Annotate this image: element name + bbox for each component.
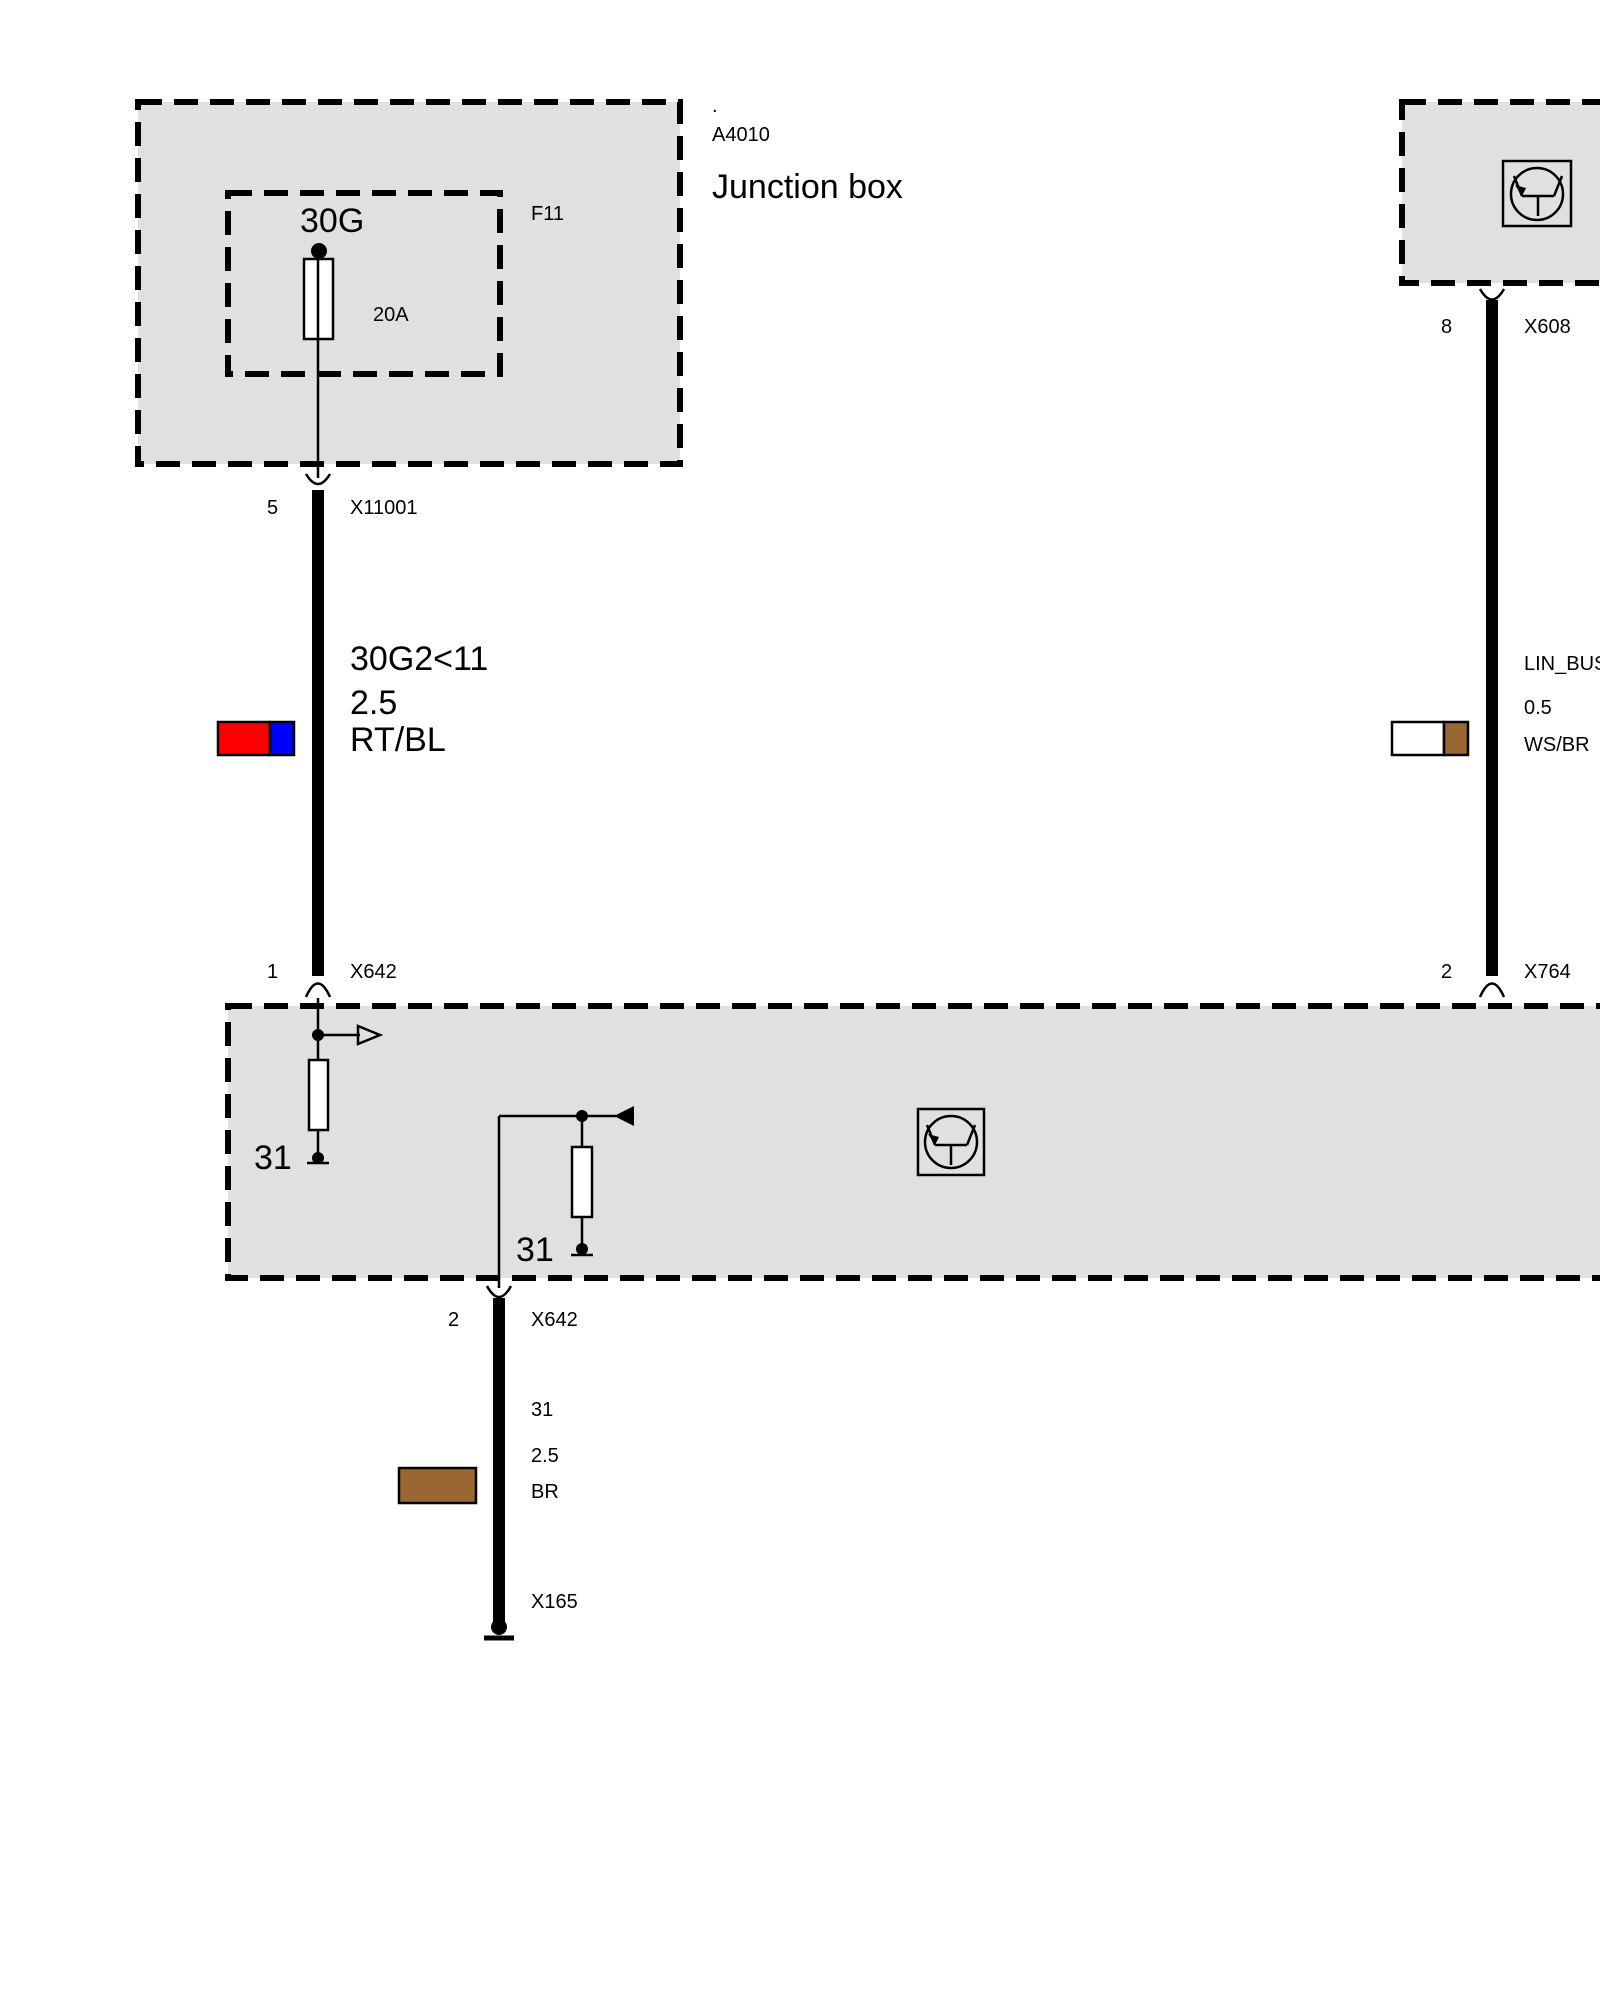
fuse-symbol[interactable] <box>302 243 335 478</box>
fuse-box <box>225 190 503 377</box>
control-unit-top-right[interactable] <box>1399 99 1600 286</box>
wire-a-top-connector: X11001 <box>350 497 417 519</box>
connector-x608-hook <box>1478 288 1506 301</box>
control-module[interactable] <box>225 1003 1600 1281</box>
fuse-id-label: F11 <box>531 203 564 225</box>
wire-b-top-connector: X608 <box>1524 316 1571 338</box>
module-transistor-icon <box>916 1107 986 1177</box>
module-ground-left-label: 31 <box>254 1139 292 1177</box>
junction-box-dot: . <box>712 95 718 117</box>
ground-point <box>491 1619 507 1635</box>
wire-b-signal: LIN_BUS <box>1524 653 1600 675</box>
wire-c-pin: 2 <box>448 1309 459 1331</box>
wire-b-color-swatch <box>1390 720 1470 757</box>
wire-b-bottom-connector: X764 <box>1524 961 1571 983</box>
module-ground-right-label: 31 <box>516 1231 554 1269</box>
wire-c-ground-connector: X165 <box>531 1591 578 1613</box>
junction-box[interactable] <box>135 99 683 467</box>
wire-a-signal: 30G2<11 <box>350 640 488 678</box>
wire-30g2[interactable] <box>304 473 332 998</box>
connector-x11001-hook <box>304 473 332 486</box>
junction-box-id: A4010 <box>712 124 770 146</box>
wire-c-connector: X642 <box>531 1309 578 1331</box>
wire-b-gauge: 0.5 <box>1524 697 1552 719</box>
transistor-icon <box>1501 159 1573 228</box>
wire-a-color-code: RT/BL <box>350 721 446 759</box>
module-input-circuit-right <box>497 1106 634 1288</box>
connector-x764-hook <box>1478 982 1506 998</box>
wire-a-top-pin: 5 <box>267 497 278 519</box>
fuse-rating-label: 20A <box>373 304 409 326</box>
wire-b-color-code: WS/BR <box>1524 734 1590 756</box>
wire-b-bottom-pin: 2 <box>1441 961 1452 983</box>
junction-box-name: Junction box <box>712 168 903 206</box>
wire-a-bottom-pin: 1 <box>267 961 278 983</box>
wire-lin-bus[interactable] <box>1478 288 1506 998</box>
wire-c-color-swatch <box>397 1466 478 1505</box>
connector-x642-pin2-hook <box>485 1285 513 1299</box>
wire-ground-31[interactable] <box>484 1285 514 1641</box>
wire-a-bottom-connector: X642 <box>350 961 397 983</box>
wire-b-top-pin: 8 <box>1441 316 1452 338</box>
wire-c-signal: 31 <box>531 1399 553 1421</box>
fuse-terminal-label: 30G <box>300 202 364 240</box>
module-input-circuit-left <box>307 998 384 1165</box>
wire-a-gauge: 2.5 <box>350 684 397 722</box>
wire-c-gauge: 2.5 <box>531 1445 559 1467</box>
connector-x642-hook <box>304 982 332 998</box>
wire-a-color-swatch <box>216 720 296 757</box>
wire-c-color-code: BR <box>531 1481 559 1503</box>
